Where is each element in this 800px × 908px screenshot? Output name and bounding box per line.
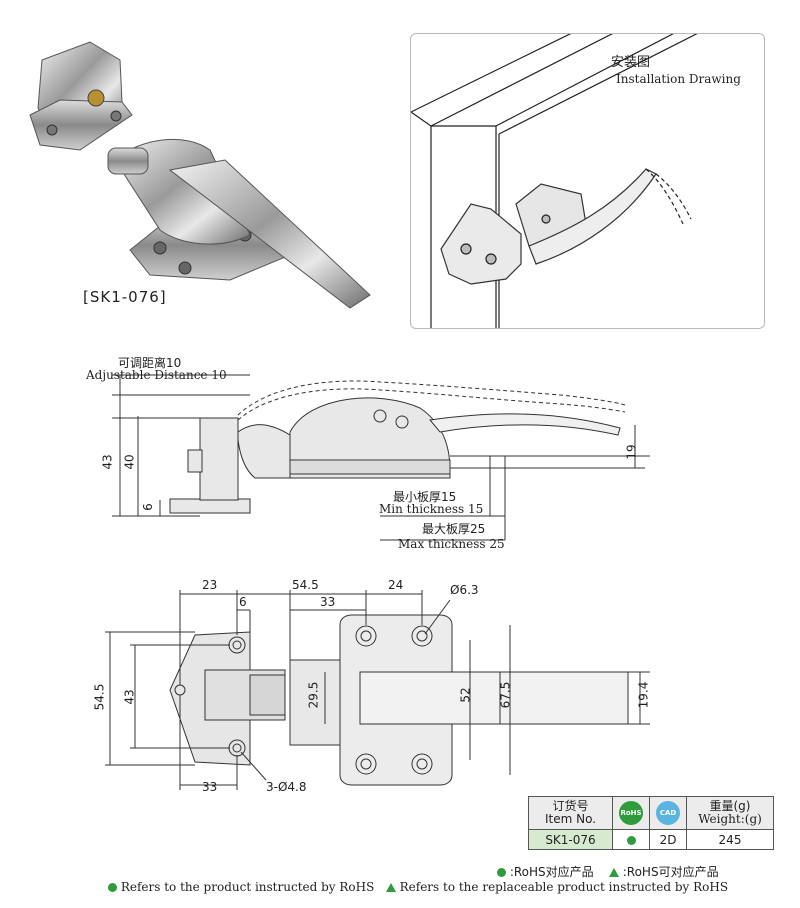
top-dim-hole: Ø6.3: [450, 583, 479, 597]
top-dim-52: 52: [458, 687, 473, 703]
model-label: [SK1-076]: [83, 288, 167, 306]
spec-table-header: 订货号 Item No. RoHS CAD 重量(g) Weight:(g): [528, 796, 774, 830]
top-dim-19-4: 19.4: [636, 681, 651, 709]
header-weight-en: Weight:(g): [698, 812, 762, 826]
side-dim-43: 43: [100, 454, 115, 470]
top-dim-29-5: 29.5: [306, 681, 321, 709]
max-thickness-cn: 最大板厚25: [422, 522, 486, 536]
cell-item-no: SK1-076: [528, 829, 613, 850]
legend-cn-row: :RoHS对应产品 :RoHS可对应产品: [497, 863, 719, 880]
legend-rohs-replace-cn: :RoHS可对应产品: [622, 865, 719, 879]
side-view-drawing: [112, 374, 650, 541]
cad-badge-icon: CAD: [656, 801, 680, 825]
cell-rohs: [612, 829, 650, 850]
adjustable-distance-cn: 可调距离10: [118, 356, 182, 370]
rohs-badge-icon: RoHS: [619, 801, 643, 825]
max-thickness-en: Max thickness 25: [398, 537, 505, 551]
side-dim-6: 6: [140, 503, 155, 511]
rohs-dot-icon: [497, 868, 506, 877]
header-item-en: Item No.: [544, 812, 597, 826]
rohs-dot-icon: [108, 883, 117, 892]
install-title-cn: 安装图: [611, 55, 650, 70]
top-dim-23: 23: [202, 578, 218, 592]
cell-cad: 2D: [649, 829, 687, 850]
legend-en-row: Refers to the product instructed by RoHS…: [108, 880, 728, 894]
installation-drawing: 安装图 Installation Drawing: [411, 34, 741, 328]
side-dim-19: 19: [624, 444, 639, 460]
top-dim-33-bottom: 33: [202, 780, 218, 794]
top-view-drawing: [105, 590, 650, 790]
min-thickness-en: Min thickness 15: [379, 502, 484, 516]
header-weight: 重量(g) Weight:(g): [686, 796, 774, 830]
header-weight-cn: 重量(g): [709, 799, 751, 813]
top-dim-67-5: 67.5: [498, 681, 513, 709]
top-dim-6: 6: [239, 595, 247, 609]
header-item-cn: 订货号: [552, 799, 589, 813]
top-dim-54-5-left: 54.5: [92, 683, 107, 711]
top-dim-holes-bottom: 3-Ø4.8: [266, 780, 307, 794]
adjustable-distance-en: Adjustable Distance 10: [86, 368, 227, 382]
top-dim-54-5: 54.5: [292, 578, 319, 592]
header-cad: CAD: [649, 796, 687, 830]
cell-weight: 245: [686, 829, 774, 850]
legend-rohs-en: Refers to the product instructed by RoHS: [120, 880, 375, 894]
side-dim-40: 40: [122, 454, 137, 470]
top-dim-33-top: 33: [320, 595, 336, 609]
top-dim-43: 43: [122, 689, 137, 705]
legend-rohs-replace-en: Refers to the replaceable product instru…: [399, 880, 729, 894]
installation-drawing-frame: 安装图 Installation Drawing: [410, 33, 765, 329]
spec-table: 订货号 Item No. RoHS CAD 重量(g) Weight:(g) S…: [528, 796, 774, 850]
rohs-triangle-icon: [385, 883, 396, 892]
rohs-triangle-icon: [608, 868, 619, 877]
rohs-dot-icon: [626, 835, 636, 845]
header-item-no: 订货号 Item No.: [528, 796, 613, 830]
spec-table-row: SK1-076 2D 245: [528, 829, 774, 850]
install-title-en: Installation Drawing: [616, 72, 741, 86]
min-thickness-cn: 最小板厚15: [393, 490, 457, 504]
product-photo: [29, 41, 371, 309]
legend-rohs-cn: :RoHS对应产品: [509, 865, 594, 879]
header-rohs: RoHS: [612, 796, 650, 830]
top-dim-24: 24: [388, 578, 404, 592]
